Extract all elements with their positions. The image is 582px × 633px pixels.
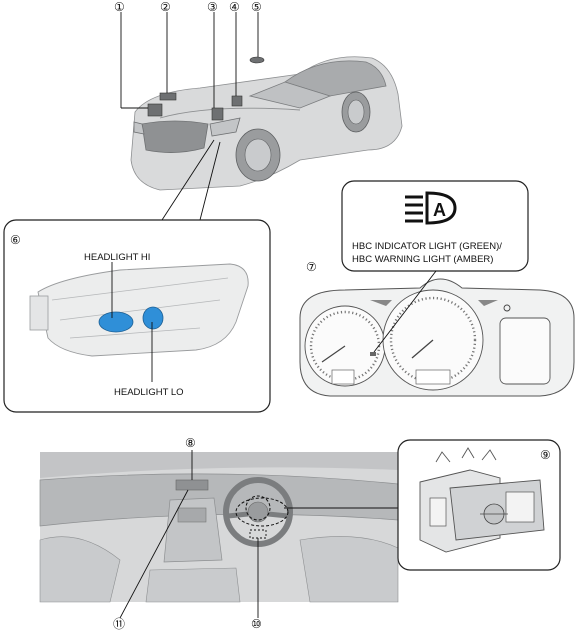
hbc-warning-label-line2: HBC WARNING LIGHT (AMBER) — [352, 254, 493, 265]
car-exterior-illustration — [130, 56, 403, 191]
svg-text:A: A — [433, 200, 446, 220]
callout-8: ⑧ — [185, 436, 196, 450]
headlight-panel — [3, 139, 271, 413]
headlight-lo-label: HEADLIGHT LO — [114, 387, 184, 398]
headlight-lo-lens — [142, 306, 164, 330]
callout-11: ⑪ — [113, 617, 125, 631]
callout-3: ③ — [207, 0, 218, 14]
callout-2: ② — [160, 0, 171, 14]
callout-4: ④ — [229, 0, 240, 14]
callout-10: ⑩ — [251, 617, 262, 631]
combination-switch-panel — [397, 439, 561, 571]
instrument-cluster — [299, 180, 575, 397]
callout-7: ⑦ — [306, 260, 317, 274]
callout-6: ⑥ — [10, 233, 21, 247]
auto-high-beam-icon: A — [405, 191, 457, 225]
headlight-hi-label: HEADLIGHT HI — [84, 252, 150, 263]
interior-dashboard-illustration — [39, 450, 408, 619]
callout-1: ① — [114, 0, 125, 14]
headlight-hi-lens — [98, 311, 134, 333]
hbc-indicator-label-line1: HBC INDICATOR LIGHT (GREEN)/ — [352, 241, 502, 252]
callout-5: ⑤ — [251, 0, 262, 14]
top-leader-lines — [120, 12, 259, 109]
callout-9: ⑨ — [540, 448, 551, 462]
